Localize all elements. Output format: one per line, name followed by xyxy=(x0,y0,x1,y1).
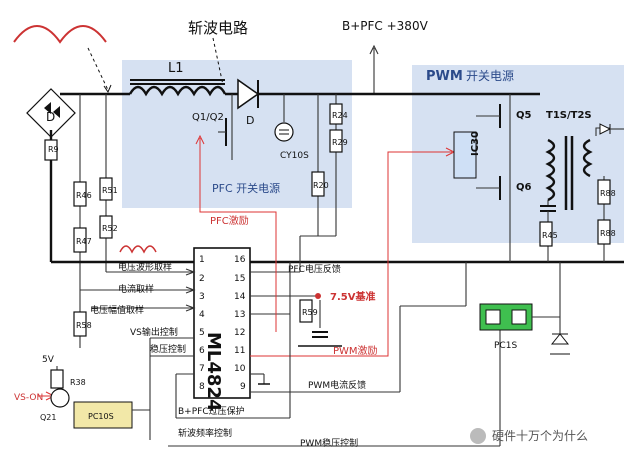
r29: R29 xyxy=(332,138,348,147)
svg-text:14: 14 xyxy=(234,292,246,302)
svg-text:15: 15 xyxy=(234,274,245,284)
pfc-drive-line xyxy=(199,138,277,332)
q21-label: Q21 xyxy=(40,413,56,422)
svg-text:7: 7 xyxy=(199,364,205,374)
svg-text:D: D xyxy=(46,110,55,124)
transformer-label: T1S/T2S xyxy=(546,110,592,121)
svg-text:10: 10 xyxy=(234,364,246,374)
v5-label: 5V xyxy=(42,355,55,365)
pwm-fb-label: PWM电流反馈 xyxy=(308,379,366,391)
transformer-primary xyxy=(545,138,556,202)
r20: R20 xyxy=(313,181,329,190)
watermark: 硬件十万个为什么 xyxy=(492,429,588,443)
vs-in-label: VS输出控制 xyxy=(130,326,178,338)
pfc-block-label: PFC 开关电源 xyxy=(212,181,280,195)
r52: R52 xyxy=(102,224,118,233)
svg-text:1: 1 xyxy=(199,255,205,265)
vs-on-label: VS-ON xyxy=(14,393,43,403)
svg-text:13: 13 xyxy=(234,310,245,320)
r46: R46 xyxy=(76,191,92,200)
ic-pins-right: 16 15 14 13 12 11 10 9 xyxy=(234,255,246,392)
svg-text:R9: R9 xyxy=(48,145,59,154)
r47: R47 xyxy=(76,237,92,246)
q1q2-label: Q1/Q2 xyxy=(192,112,224,123)
svg-text:11: 11 xyxy=(234,346,245,356)
svg-text:2: 2 xyxy=(199,274,205,284)
v-amp-label: 电压幅值取样 xyxy=(90,304,144,316)
pc1s-label: PC1S xyxy=(494,341,517,351)
svg-text:5: 5 xyxy=(199,328,205,338)
pwm-block-area xyxy=(412,65,624,243)
pc10s-label: PC10S xyxy=(88,412,114,421)
chop-freq-label: 斩波频率控制 xyxy=(178,427,232,439)
v-wave-label: 电压波形取样 xyxy=(118,261,172,273)
svg-text:16: 16 xyxy=(234,255,246,265)
bus-label: B+PFC +380V xyxy=(342,19,429,33)
r45: R45 xyxy=(542,231,558,240)
pwm-drive-line xyxy=(250,151,452,357)
r59: R59 xyxy=(302,308,318,317)
ovp-label: B+PFC过压保护 xyxy=(178,405,245,417)
r88-b: R88 xyxy=(600,229,616,238)
svg-text:D: D xyxy=(246,114,254,127)
ic-name: ML4824 xyxy=(203,332,224,411)
l1-label: L1 xyxy=(168,61,184,76)
bridge-rectifier: D xyxy=(26,88,76,138)
pfc-drive-label: PFC激励 xyxy=(210,214,249,227)
svg-text:12: 12 xyxy=(234,328,245,338)
r9 xyxy=(44,139,58,161)
q6-label: Q6 xyxy=(516,182,532,193)
r24: R24 xyxy=(332,111,348,120)
wave-sample-icon xyxy=(119,245,157,254)
cy10s-capacitor xyxy=(274,122,294,142)
pointer-line xyxy=(87,47,109,91)
cy10s-label: CY10S xyxy=(280,151,309,161)
pfc-fb-label: PFC电压反馈 xyxy=(288,263,341,275)
r58: R58 xyxy=(76,321,92,330)
ic-ml4824 xyxy=(193,247,251,399)
rectified-wave-icon xyxy=(13,25,107,44)
r51: R51 xyxy=(102,186,118,195)
ref-node xyxy=(315,293,321,299)
i-sample-label: 电流取样 xyxy=(118,283,154,295)
svg-text:IC30: IC30 xyxy=(470,131,481,156)
ic30 xyxy=(453,131,477,179)
chopper-pointer xyxy=(212,37,224,86)
svg-text:4: 4 xyxy=(199,310,205,320)
chopper-label: 斩波电路 xyxy=(188,19,248,37)
r38-label: R38 xyxy=(70,378,86,387)
pwm-block-suffix: 开关电源 xyxy=(466,69,514,83)
q5-label: Q5 xyxy=(516,110,532,121)
svg-text:6: 6 xyxy=(199,346,205,356)
watermark-icon xyxy=(470,428,486,444)
inductor-l1 xyxy=(128,85,227,97)
svg-text:8: 8 xyxy=(199,382,205,392)
reg-ctl-label: 稳压控制 xyxy=(150,343,186,355)
svg-text:3: 3 xyxy=(199,292,205,302)
optocoupler-pc10s xyxy=(73,401,133,429)
svg-text:9: 9 xyxy=(240,382,246,392)
pwm-reg-label: PWM稳压控制 xyxy=(300,437,358,449)
pwm-drive-label: PWM激励 xyxy=(333,344,378,357)
pwm-block-label: PWM xyxy=(426,69,463,84)
r88-a: R88 xyxy=(600,189,616,198)
transistor-q21 xyxy=(50,388,70,408)
ref-75-label: 7.5V基准 xyxy=(330,290,375,303)
diode-d: D xyxy=(237,78,260,127)
ic-pins-left: 1 2 3 4 5 6 7 8 xyxy=(199,255,205,392)
